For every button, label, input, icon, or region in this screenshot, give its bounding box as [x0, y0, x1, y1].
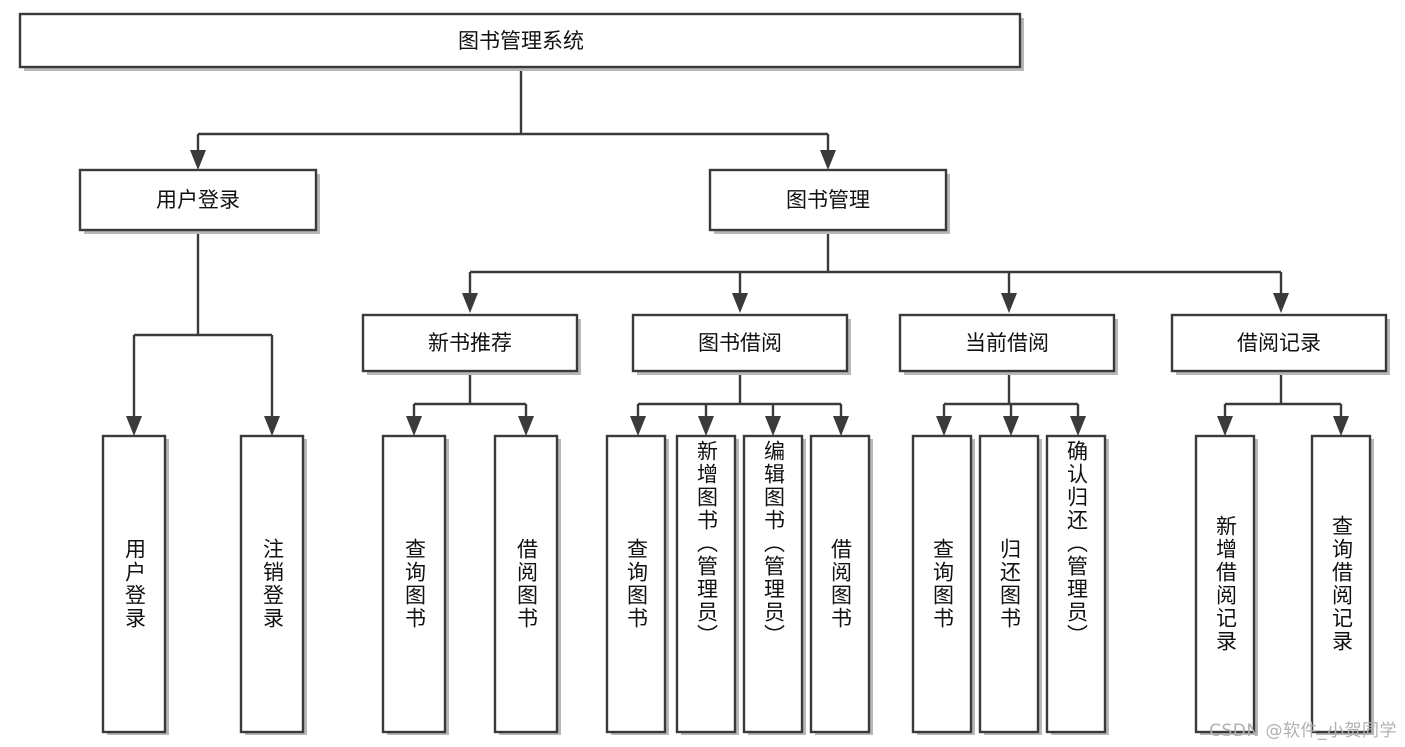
arrow-head-icon — [1070, 416, 1086, 436]
arrow-head-icon — [1001, 293, 1017, 313]
node-leaf-borrow-book-2[interactable] — [809, 434, 873, 735]
node-rect — [361, 313, 579, 373]
arrow-head-icon — [820, 150, 836, 170]
node-rect — [675, 434, 737, 734]
node-label: 图书管理 — [786, 188, 870, 212]
node-rect — [381, 434, 447, 734]
arrow-head-icon — [190, 150, 206, 170]
node-rect — [911, 434, 973, 734]
node-leaf-borrow-book-1[interactable] — [493, 434, 561, 735]
node-rect — [605, 434, 667, 734]
node-label: 图书借阅 — [698, 331, 782, 355]
node-rect — [708, 168, 948, 232]
node-rect — [1194, 434, 1256, 734]
node-rect — [18, 12, 1022, 69]
node-leaf-confirm-return-admin[interactable] — [1045, 434, 1109, 735]
node-borrow-record[interactable]: 借阅记录 — [1170, 313, 1390, 375]
arrow-head-icon — [936, 416, 952, 436]
connector-bookborrow-to-leaves — [630, 375, 849, 436]
node-rect — [493, 434, 559, 734]
connector-root-to-level2 — [190, 69, 836, 170]
arrow-head-icon — [1003, 416, 1019, 436]
arrow-head-icon — [732, 293, 748, 313]
arrow-head-icon — [1333, 416, 1349, 436]
node-label: 用户登录 — [156, 188, 240, 212]
connector-newbook-to-leaves — [406, 375, 534, 436]
node-rect — [631, 313, 849, 373]
arrow-head-icon — [462, 293, 478, 313]
node-root[interactable]: 图书管理系统 — [18, 12, 1024, 71]
node-rect — [978, 434, 1040, 734]
node-user-login[interactable]: 用户登录 — [78, 168, 320, 234]
connector-bookmgmt-to-level3 — [462, 232, 1289, 313]
arrow-head-icon — [630, 416, 646, 436]
arrow-head-icon — [126, 416, 142, 436]
arrow-head-icon — [518, 416, 534, 436]
node-rect — [78, 168, 318, 232]
arrow-head-icon — [698, 416, 714, 436]
node-leaf-query-borrow-record[interactable] — [1310, 434, 1374, 735]
connector-userlogin-to-leaves — [126, 232, 280, 436]
node-leaf-return-book[interactable] — [978, 434, 1042, 735]
connector-currentborrow-to-leaves — [936, 375, 1086, 436]
node-rect — [1170, 313, 1388, 373]
arrow-head-icon — [406, 416, 422, 436]
arrow-head-icon — [765, 416, 781, 436]
node-rect — [101, 434, 167, 734]
node-label: 借阅记录 — [1237, 331, 1321, 355]
arrow-head-icon — [1217, 416, 1233, 436]
node-leaf-query-book-1[interactable] — [381, 434, 449, 735]
arrow-head-icon — [833, 416, 849, 436]
node-new-book-recommend[interactable]: 新书推荐 — [361, 313, 581, 375]
node-leaf-add-book-admin[interactable] — [675, 434, 739, 735]
node-rect — [809, 434, 871, 734]
node-leaf-logout-login[interactable] — [239, 434, 307, 735]
node-rect — [742, 434, 804, 734]
node-rect — [1045, 434, 1107, 734]
node-book-management[interactable]: 图书管理 — [708, 168, 950, 234]
connector-borrowrecord-to-leaves — [1217, 375, 1349, 436]
node-leaf-add-borrow-record[interactable] — [1194, 434, 1258, 735]
node-leaf-query-book-2[interactable] — [605, 434, 669, 735]
node-rect — [898, 313, 1116, 373]
node-leaf-query-book-3[interactable] — [911, 434, 975, 735]
arrow-head-icon — [1273, 293, 1289, 313]
node-rect — [1310, 434, 1372, 734]
node-current-borrow[interactable]: 当前借阅 — [898, 313, 1118, 375]
node-book-borrow[interactable]: 图书借阅 — [631, 313, 851, 375]
arrow-head-icon — [264, 416, 280, 436]
node-leaf-user-login[interactable] — [101, 434, 169, 735]
node-label: 图书管理系统 — [458, 29, 584, 53]
node-leaf-edit-book-admin[interactable] — [742, 434, 806, 735]
watermark: CSDN @软件_小贺同学 — [1209, 721, 1397, 741]
node-rect — [239, 434, 305, 734]
node-label: 新书推荐 — [428, 331, 512, 355]
node-label: 当前借阅 — [965, 331, 1049, 355]
